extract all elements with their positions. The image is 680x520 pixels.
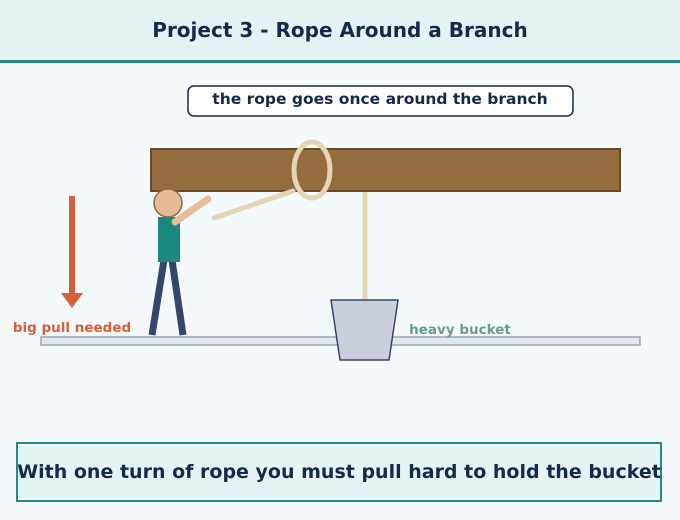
person-head [153,188,183,218]
callout-text: the rope goes once around the branch [212,90,547,108]
pull-arrow-icon [61,196,83,308]
person-body [158,217,180,262]
caption-box: With one turn of rope you must pull hard… [16,442,662,502]
person-figure [148,188,212,336]
person-left-leg [148,259,168,336]
bucket-label: heavy bucket [409,322,511,338]
pull-label: big pull needed [13,320,131,336]
callout-box: the rope goes once around the branch [187,85,574,117]
rope-loop [291,139,333,201]
page-title: Project 3 - Rope Around a Branch [152,18,528,42]
caption-text: With one turn of rope you must pull hard… [17,461,661,483]
person-right-leg [168,259,187,336]
person-arm [171,195,212,226]
heavy-bucket [330,299,399,361]
rope-pull-segment [211,188,296,221]
branch [150,148,621,192]
header-bar: Project 3 - Rope Around a Branch [0,0,680,63]
